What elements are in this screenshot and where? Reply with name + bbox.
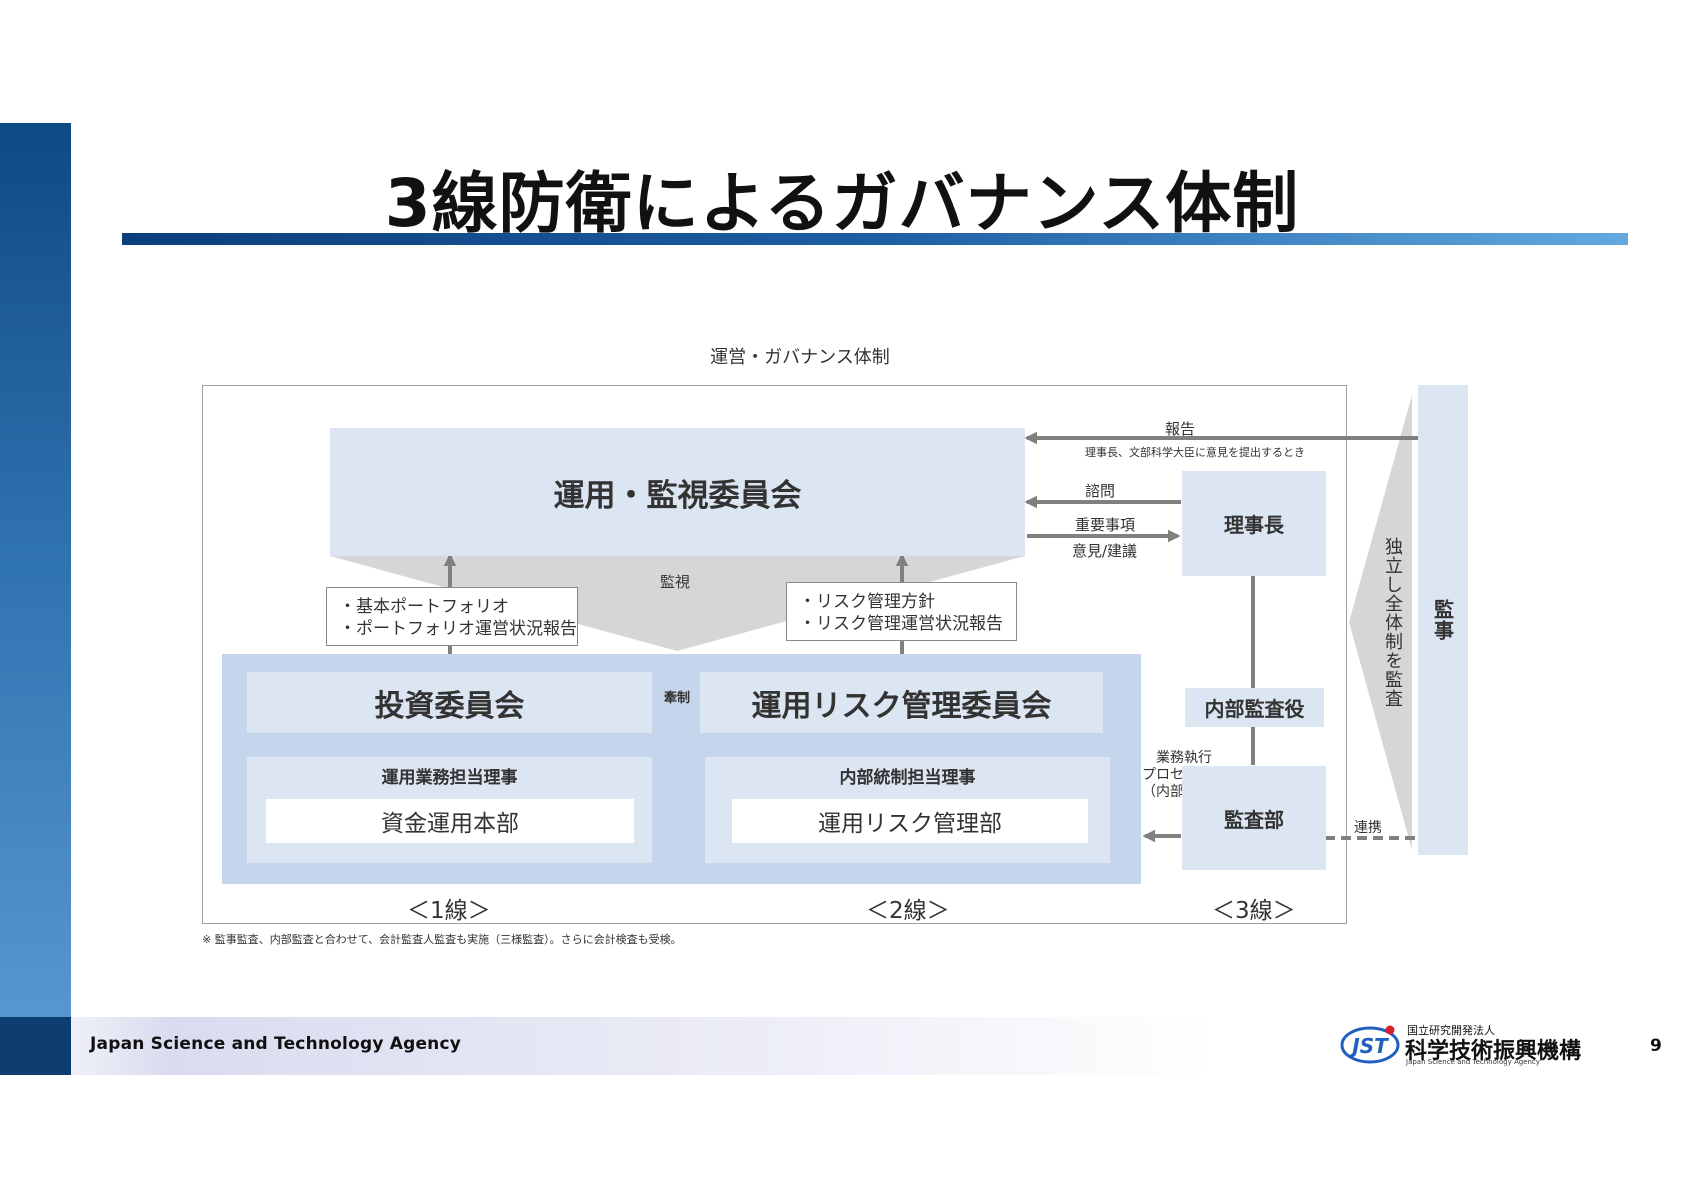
footer-left-block [0,1017,71,1075]
left-accent-bar [0,123,71,1075]
footer-band [0,1017,1684,1075]
ops-director-label: 運用業務担当理事 [381,768,518,788]
monitoring-committee-box: 運用・監視委員会 [330,428,1025,556]
fund-dept-box: 資金運用本部 [266,799,634,843]
risk-committee-box: 運用リスク管理委員会 [700,672,1103,733]
audit-dept-box: 監査部 [1182,766,1326,870]
internal-auditor-box: 内部監査役 [1185,688,1324,727]
diagram-caption: 運営・ガバナンス体制 [710,347,890,368]
title-underline [122,233,1628,245]
logo-small-text: 国立研究開発法人 [1407,1024,1495,1037]
note-right-line-2: ・リスク管理運営状況報告 [799,614,1003,634]
logo-main-text: 科学技術振興機構 [1405,1039,1582,1064]
cooperation-label: 連携 [1354,820,1382,836]
report-condition-label: 理事長、文部科学大臣に意見を提出するとき [1085,446,1305,459]
president-box: 理事長 [1182,471,1326,576]
opinion-label: 意見/建議 [1072,542,1138,560]
risk-dept-box: 運用リスク管理部 [732,799,1088,843]
auditor-box: 監事 [1418,385,1468,855]
note-right-line-1: ・リスク管理方針 [799,592,935,612]
line-1-label: ＜1線＞ [407,898,491,924]
control-director-box: 内部統制担当理事 運用リスク管理部 [705,757,1110,863]
consult-label: 諮問 [1085,482,1116,500]
monitor-funnel [330,556,1025,651]
auditor-label: 監事 [1430,599,1455,641]
footnote: ※ 監事監査、内部監査と合わせて、会計監査人監査も実施（三様監査）。さらに会計検… [202,933,682,946]
logo-mark: JST [1348,1034,1389,1058]
jst-logo-icon: JST [1340,1025,1400,1064]
note-left-line-2: ・ポートフォリオ運営状況報告 [339,619,577,639]
line-2-label: ＜2線＞ [866,898,950,924]
audit-funnel [1349,395,1412,850]
diagram-frame [202,385,1347,924]
report-label: 報告 [1165,420,1196,438]
page-number: 9 [1650,1036,1662,1056]
restraint-label: 牽制 [664,691,691,706]
footer-organization-text: Japan Science and Technology Agency [90,1034,462,1054]
investment-committee-box: 投資委員会 [247,672,652,733]
process-label-line-1: 業務執行 [1156,750,1212,766]
note-right: ・リスク管理方針 ・リスク管理運営状況報告 [786,582,1017,641]
logo-english-text: Japan Science and Technology Agency [1406,1058,1540,1066]
line-3-label: ＜3線＞ [1212,898,1296,924]
page-title: 3線防衛によるガバナンス体制 [384,165,1300,242]
monitor-label: 監視 [660,573,691,591]
important-matters-label: 重要事項 [1075,516,1136,534]
ops-director-box: 運用業務担当理事 資金運用本部 [247,757,652,863]
independent-audit-label: 独立し全体制を監査 [1382,537,1403,708]
control-director-label: 内部統制担当理事 [839,768,976,788]
note-left: ・基本ポートフォリオ ・ポートフォリオ運営状況報告 [326,587,578,646]
note-left-line-1: ・基本ポートフォリオ [339,597,509,617]
